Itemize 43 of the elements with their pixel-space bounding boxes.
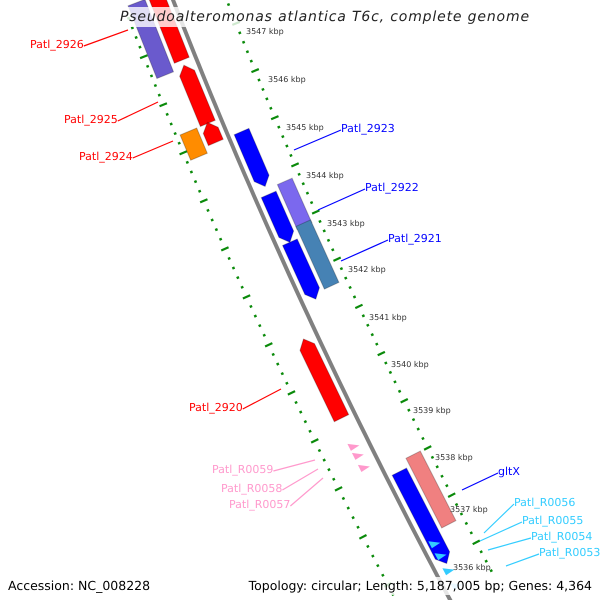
- leader-line: [282, 468, 318, 491]
- gene-label: Patl_R0053: [539, 546, 600, 560]
- scale-label: 3546 kbp: [268, 75, 306, 85]
- scale-label: 3543 kbp: [327, 219, 365, 229]
- gene-label: Patl_R0057: [229, 498, 290, 512]
- scale-label: 3545 kbp: [286, 123, 324, 133]
- leader-line: [294, 129, 342, 151]
- leader-line: [273, 459, 316, 472]
- scale-label: 3547 kbp: [246, 27, 284, 37]
- gene-label: Patl_R0059: [212, 463, 274, 477]
- leader-line: [480, 521, 522, 542]
- gene-label: Patl_2925: [64, 113, 118, 127]
- scale-label: 3544 kbp: [306, 171, 344, 181]
- leader-line: [340, 239, 388, 262]
- gene-label: Patl_2923: [341, 122, 395, 136]
- scale-label: 3537 kbp: [450, 505, 488, 515]
- scale-label: 3540 kbp: [391, 360, 429, 370]
- leader-line: [132, 140, 174, 159]
- gene-label: gltX: [498, 465, 520, 479]
- scale-label: 3539 kbp: [413, 406, 451, 416]
- leader-line: [488, 537, 532, 551]
- gene-label: Patl_2921: [388, 232, 442, 246]
- leader-line: [506, 553, 540, 567]
- gene-label: Patl_R0056: [514, 496, 576, 510]
- scale-label: 3538 kbp: [435, 453, 473, 463]
- gene-label: Patl_R0054: [531, 530, 592, 544]
- gene-label: Patl_2922: [365, 181, 419, 195]
- leader-line: [84, 29, 128, 47]
- scale-label: 3542 kbp: [348, 265, 386, 275]
- scale-label: 3541 kbp: [369, 313, 407, 323]
- leader-line: [242, 388, 282, 410]
- gene-label: Patl_2924: [79, 150, 133, 164]
- gene-label: Patl_R0055: [522, 514, 584, 528]
- genome-summary-text: Topology: circular; Length: 5,187,005 bp; Genes: 4,364: [246, 577, 594, 595]
- gene-label: Patl_2926: [30, 38, 84, 52]
- leader-line: [484, 504, 514, 534]
- scale-label: 3536 kbp: [453, 563, 491, 573]
- gene-label: Patl_R0058: [221, 482, 282, 496]
- gene-label: Patl_2920: [189, 401, 243, 415]
- leader-line: [118, 101, 158, 122]
- leader-line: [318, 188, 366, 211]
- leader-line: [290, 478, 324, 506]
- leader-line: [462, 472, 498, 491]
